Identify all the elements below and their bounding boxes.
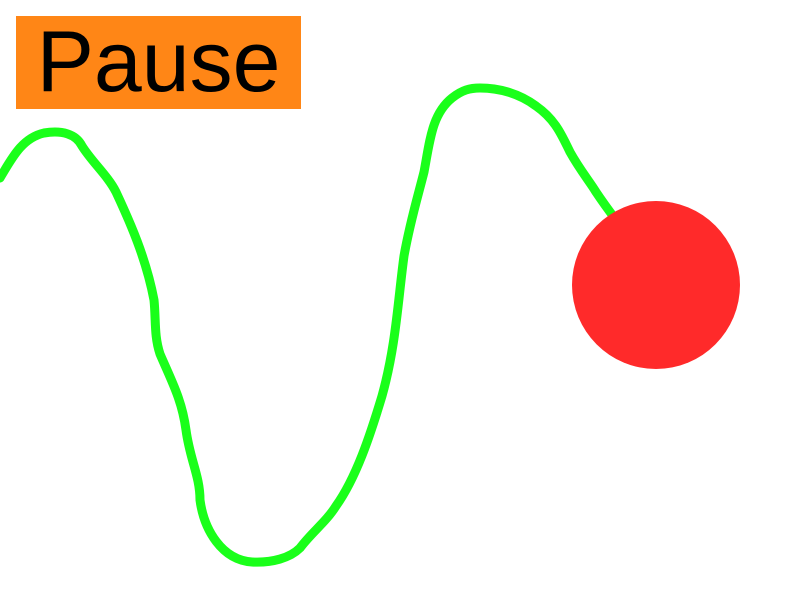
ball-trail: [0, 83, 621, 567]
pause-button[interactable]: Pause: [16, 16, 301, 109]
red-ball[interactable]: [572, 201, 740, 369]
